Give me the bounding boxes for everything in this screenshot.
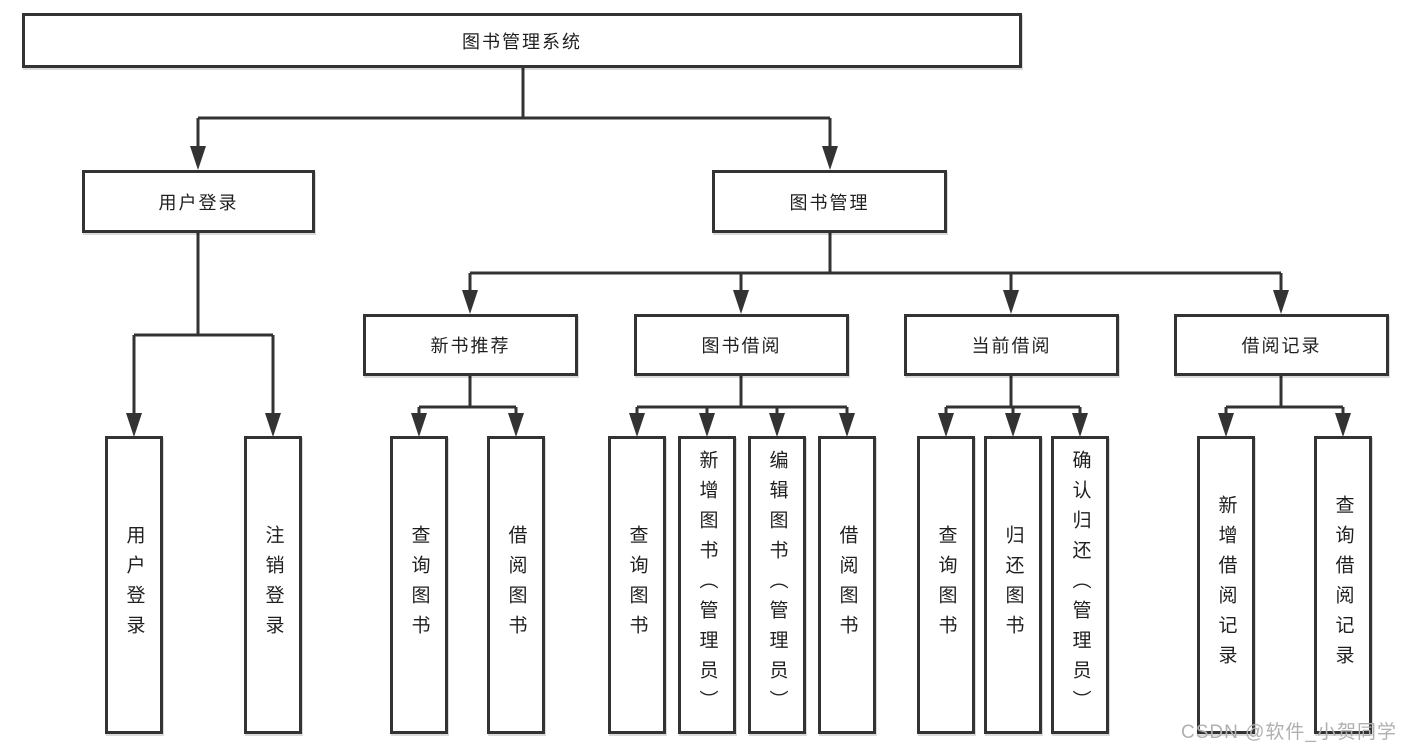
node-book-management: 图书管理 bbox=[712, 170, 947, 233]
leaf-add-borrow-record: 新增借阅记录 bbox=[1197, 436, 1255, 734]
leaf-query-books-borrow: 查询图书 bbox=[608, 436, 666, 734]
leaf-return-book: 归还图书 bbox=[984, 436, 1042, 734]
leaf-query-books-recommend: 查询图书 bbox=[390, 436, 448, 734]
leaf-user-login: 用户登录 bbox=[105, 436, 163, 734]
node-library-management-system: 图书管理系统 bbox=[22, 13, 1022, 68]
leaf-logout: 注销登录 bbox=[244, 436, 302, 734]
csdn-watermark: CSDN @软件_小贺同学 bbox=[1181, 722, 1397, 743]
leaf-add-book-admin: 新增图书（管理员） bbox=[678, 436, 736, 734]
node-user-login: 用户登录 bbox=[82, 170, 315, 233]
node-new-book-recommend: 新书推荐 bbox=[363, 314, 578, 376]
leaf-confirm-return-admin: 确认归还（管理员） bbox=[1051, 436, 1109, 734]
node-borrow-records: 借阅记录 bbox=[1174, 314, 1389, 376]
leaf-query-borrow-record: 查询借阅记录 bbox=[1314, 436, 1372, 734]
leaf-query-books-current: 查询图书 bbox=[917, 436, 975, 734]
leaf-borrow-books-recommend: 借阅图书 bbox=[487, 436, 545, 734]
node-book-borrow: 图书借阅 bbox=[634, 314, 849, 376]
node-current-borrow: 当前借阅 bbox=[904, 314, 1119, 376]
leaf-edit-book-admin: 编辑图书（管理员） bbox=[748, 436, 806, 734]
leaf-borrow-books: 借阅图书 bbox=[818, 436, 876, 734]
